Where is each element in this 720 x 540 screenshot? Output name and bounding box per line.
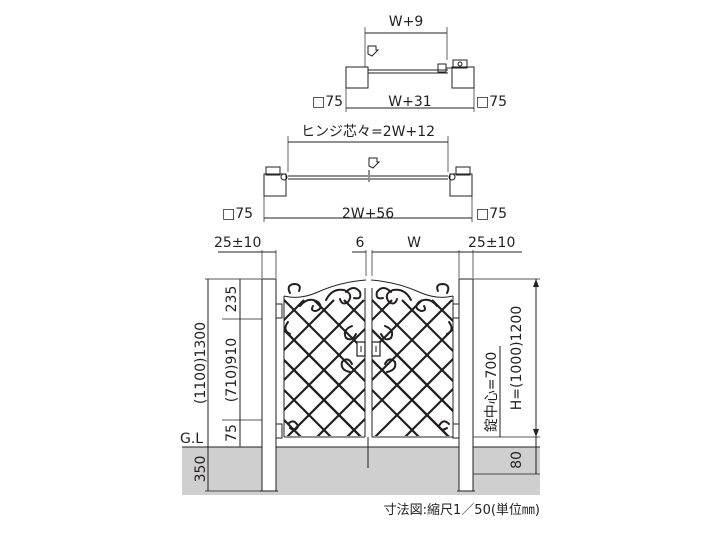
plan-view-double: ヒンジ芯々=2W+12 □75 2W+56 □75	[222, 124, 507, 222]
elevation-view: 25±10 6 W 25±10	[180, 235, 540, 495]
plan1-post-left-label: □75	[312, 94, 343, 110]
dim-left-gap-label: 25±10	[214, 235, 261, 251]
plan1-post-right-label: □75	[476, 94, 507, 110]
plan2-post-right-label: □75	[476, 206, 507, 222]
gate-leaf-right	[370, 279, 454, 438]
plan2-overall-label: 2W+56	[342, 206, 394, 222]
hinge-icon	[452, 59, 468, 69]
dim-gate-height-label: H=(1000)1200	[509, 306, 525, 410]
post-right	[458, 278, 474, 492]
hinge-icon	[448, 166, 471, 181]
plan2-post-right	[449, 173, 473, 197]
swing-arrow-icon	[367, 45, 380, 57]
plan-view-single: W+9 □75 W+31 □75	[312, 14, 507, 112]
hinge-icon	[265, 166, 288, 181]
latch-icon	[437, 63, 452, 73]
swing-arrow-icon	[368, 157, 381, 169]
plan1-overall-label: W+31	[388, 94, 431, 110]
post-left	[261, 278, 277, 492]
dim-right-embed-label: 80	[509, 451, 525, 469]
dim-embed-label: 350	[193, 456, 209, 483]
dim-lock-center-label: 錠中心=700	[484, 352, 500, 432]
dim-center-gap-label: 6	[356, 235, 365, 251]
plan-post-right	[451, 66, 475, 89]
dim-opening-label: W+9	[389, 14, 423, 30]
ground-area	[182, 447, 540, 495]
dim-hinge-centers-label: ヒンジ芯々=2W+12	[301, 124, 435, 140]
dim-post-height-label: (1100)1300	[193, 322, 209, 404]
dim-top-post-label: 235	[224, 286, 240, 313]
dim-bottom-clearance-label: 75	[224, 424, 240, 442]
dim-latch-height-label: (710)910	[224, 338, 240, 402]
plan2-post-left	[263, 173, 287, 197]
latch-icon	[356, 341, 381, 357]
hinge-icon	[275, 303, 460, 439]
plan2-post-left-label: □75	[222, 206, 253, 222]
gate-leaf-left	[283, 279, 367, 438]
dim-right-gap-label: 25±10	[468, 235, 515, 251]
dim-leaf-width-label: W	[407, 235, 421, 251]
ground-level-label: G.L	[180, 431, 203, 447]
drawing-caption: 寸法図:縮尺1／50(単位㎜)	[384, 502, 540, 518]
plan-post-left	[345, 66, 369, 89]
